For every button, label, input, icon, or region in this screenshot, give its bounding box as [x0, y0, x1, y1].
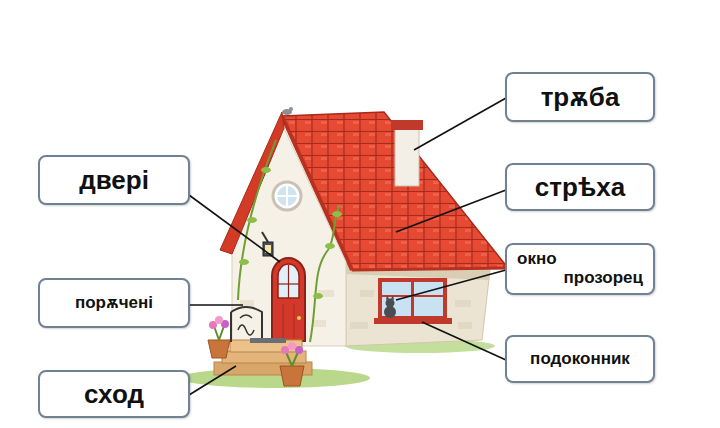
part-label: порѫчені — [75, 294, 153, 313]
front-gable — [220, 112, 346, 346]
cat-part — [384, 306, 396, 318]
round-window-part — [277, 195, 297, 197]
door-part — [278, 264, 299, 298]
door-part — [272, 258, 305, 341]
bird-part — [289, 107, 293, 111]
label-box: порѫчені — [38, 278, 190, 328]
label-box: трѫба — [505, 72, 655, 122]
leader-lines-part — [189, 304, 243, 306]
round-window-part — [277, 186, 297, 206]
leader-lines-part — [396, 190, 506, 232]
vines-part — [247, 217, 257, 223]
cat — [384, 295, 396, 318]
vines — [238, 140, 342, 342]
cat-part — [391, 295, 394, 300]
cat-part — [386, 295, 389, 300]
front-gable-part — [240, 300, 254, 307]
label-box: окно прозорец — [505, 243, 655, 295]
side-window-part — [374, 318, 452, 324]
railing-part — [238, 325, 254, 335]
door-part — [297, 316, 301, 320]
part-label: сход — [84, 380, 144, 409]
flower-pots-part — [288, 342, 296, 350]
label-box: подоконник — [505, 335, 655, 383]
flower-pots-part — [280, 366, 304, 386]
front-gable-part — [312, 320, 326, 327]
cat-part — [386, 299, 395, 308]
leader-lines — [189, 98, 506, 395]
part-label: стрѣха — [535, 173, 625, 202]
flower-pots-part — [281, 346, 289, 354]
vines-part — [313, 293, 323, 299]
railing-part — [231, 307, 262, 342]
front-gable-part — [220, 112, 284, 254]
leader-lines-part — [414, 98, 506, 150]
leader-lines-part — [189, 366, 236, 395]
side-wall-part — [360, 290, 374, 297]
leader-lines-part — [396, 270, 506, 300]
door-part — [294, 304, 295, 338]
part-label: подоконник — [530, 350, 630, 369]
side-wall-part — [346, 262, 490, 346]
flower-pots-part — [292, 352, 298, 366]
railing — [231, 307, 262, 342]
vines-part — [261, 167, 271, 173]
part-label: трѫба — [541, 83, 620, 112]
round-window — [273, 182, 301, 210]
chimney-part — [391, 120, 423, 130]
lamp-part — [262, 232, 268, 242]
bird — [282, 107, 293, 115]
part-label: двері — [79, 166, 149, 195]
vines-part — [239, 259, 249, 265]
flower-pots-part — [295, 346, 303, 354]
side-wall-part — [458, 322, 472, 329]
roof-part — [352, 268, 508, 270]
label-box: двері — [38, 155, 190, 205]
front-gable-part — [232, 126, 346, 346]
vines-part — [238, 140, 276, 300]
railing-part — [240, 315, 252, 318]
side-window — [374, 280, 452, 324]
flower-pots-part — [208, 340, 230, 358]
flower-pots-part — [219, 326, 224, 340]
vines-part — [332, 211, 342, 217]
vines-part — [310, 205, 340, 342]
part-label: окно — [517, 250, 557, 269]
steps-part — [250, 338, 286, 343]
door-part — [288, 265, 289, 298]
chimney-part — [395, 128, 419, 186]
door-part — [278, 283, 299, 284]
label-box: стрѣха — [505, 163, 655, 211]
part-label: прозорец — [563, 269, 643, 288]
leader-lines-part — [422, 322, 506, 360]
flower-pots-part — [215, 316, 223, 324]
door-part — [283, 304, 284, 338]
label-box: сход — [38, 370, 190, 418]
side-window-part — [411, 280, 414, 318]
side-wall — [346, 262, 490, 346]
flower-pots — [208, 316, 304, 386]
side-window-part — [380, 280, 445, 318]
side-wall-part — [350, 322, 368, 329]
side-wall-part — [455, 300, 471, 307]
door — [272, 258, 305, 341]
vines-part — [325, 243, 335, 249]
flower-pots-part — [286, 352, 292, 366]
round-window-part — [273, 182, 301, 210]
leader-lines-part — [189, 195, 280, 262]
chimney — [391, 120, 423, 186]
